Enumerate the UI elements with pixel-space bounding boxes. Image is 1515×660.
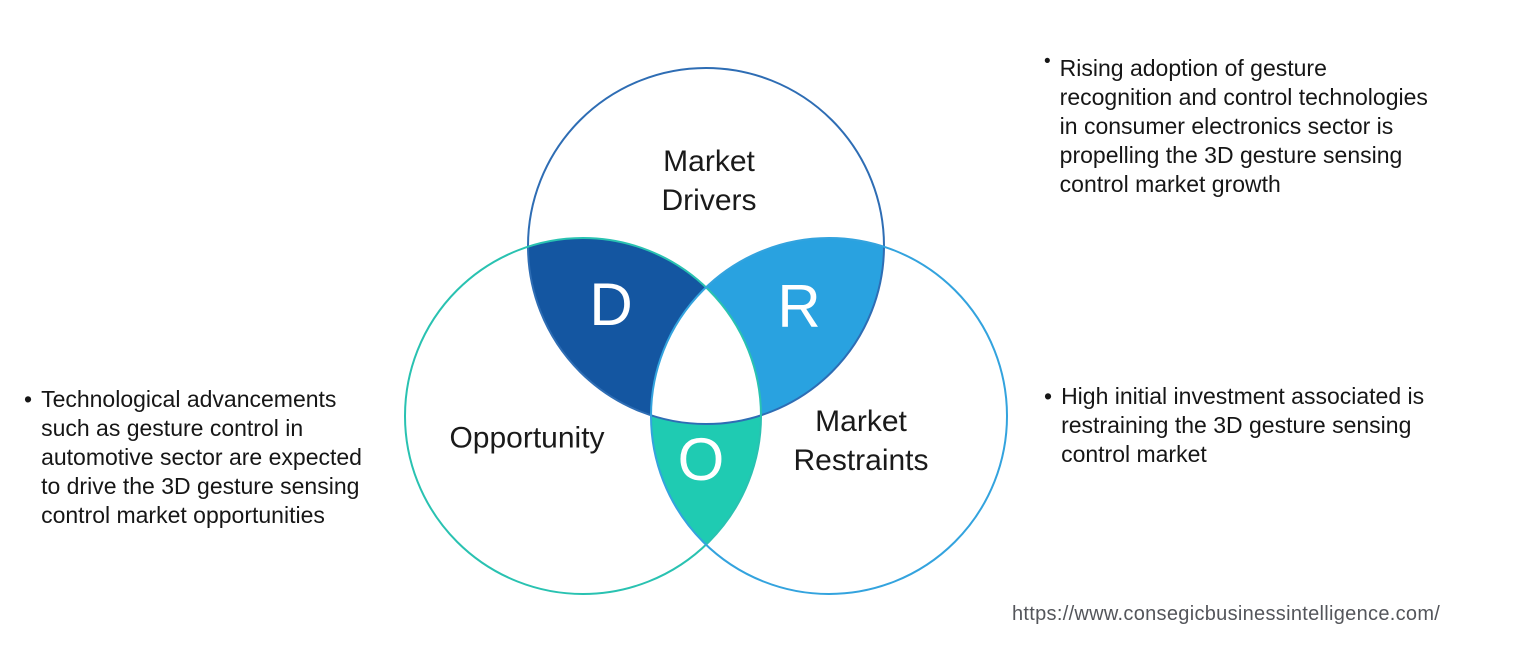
- letter-o: O: [677, 426, 725, 493]
- bullet-marker: •: [1044, 383, 1053, 409]
- bullet-marker: •: [24, 386, 33, 412]
- letter-r: R: [777, 273, 821, 340]
- circle-opportunity: [404, 237, 762, 595]
- letter-d: D: [589, 271, 633, 338]
- circle-restraints: [650, 237, 1008, 595]
- bullet-marker: •: [1044, 51, 1051, 72]
- label-opportunity: Opportunity: [449, 421, 605, 455]
- source-url: https://www.consegicbusinessintelligence…: [1012, 603, 1441, 625]
